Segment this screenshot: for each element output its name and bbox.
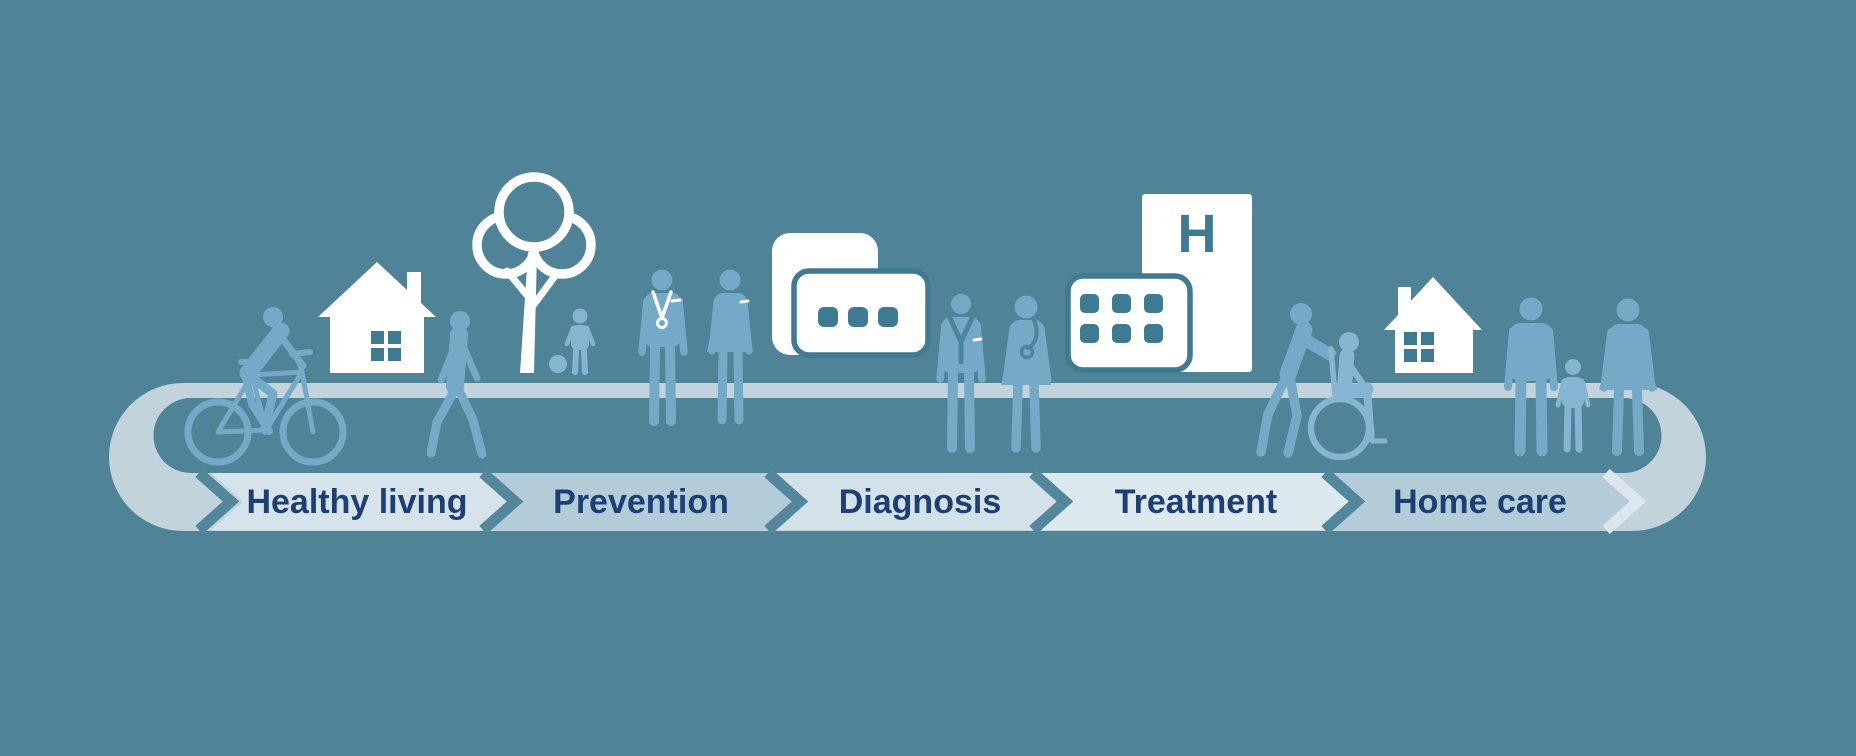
chevron-separator-icon <box>764 468 809 535</box>
stage-segment-healthy-living <box>211 473 515 530</box>
chevron-separator-icon <box>1029 468 1074 535</box>
hospital-letter: H <box>1178 204 1217 264</box>
businessman-icon <box>936 294 986 453</box>
child-with-ball-icon <box>549 308 596 375</box>
stethoscope-icon <box>1019 344 1035 360</box>
stage-segment-home-care <box>1325 473 1638 530</box>
cyclist-icon <box>184 307 347 466</box>
family-woman <box>1599 298 1657 456</box>
ball-icon <box>549 355 567 373</box>
clinic-building-icon <box>772 233 931 358</box>
home-icon <box>1384 277 1482 373</box>
stage-segment-treatment <box>1033 473 1357 530</box>
nurse-icon <box>707 269 753 425</box>
wheelchair-caregiver-icon <box>1256 303 1388 461</box>
chevron-separator-icon <box>195 468 240 535</box>
walking-person-icon <box>426 311 487 459</box>
hospital-building-icon: H <box>1065 194 1252 373</box>
stage-label-diagnosis: Diagnosis <box>839 483 1001 521</box>
family-man <box>1504 297 1558 457</box>
female-doctor-icon <box>1001 295 1052 453</box>
stage-label-healthy-living: Healthy living <box>246 483 467 521</box>
stage-label-prevention: Prevention <box>553 483 729 521</box>
family-child <box>1555 359 1591 453</box>
stage-label-treatment: Treatment <box>1115 483 1278 521</box>
family-icon <box>1504 297 1657 457</box>
chevron-end-icon <box>1602 468 1647 535</box>
doctor-icon <box>638 269 688 426</box>
chevron-separator-icon <box>479 468 524 535</box>
wheelchair-icon <box>1307 332 1388 461</box>
stage-label-home-care: Home care <box>1393 483 1567 521</box>
tree-icon <box>472 172 596 373</box>
stethoscope-icon <box>656 317 668 329</box>
stage-banner: Healthy living Prevention Diagnosis Trea… <box>195 468 1647 535</box>
stage-segment-diagnosis <box>768 473 1065 530</box>
chevron-separator-icon <box>1321 468 1366 535</box>
house-icon <box>318 262 436 373</box>
stage-segment-prevention <box>483 473 800 530</box>
